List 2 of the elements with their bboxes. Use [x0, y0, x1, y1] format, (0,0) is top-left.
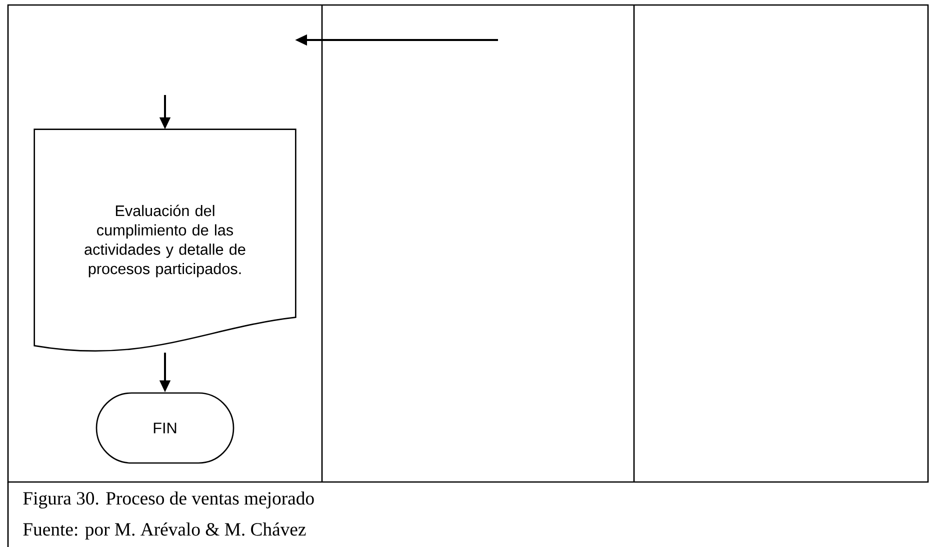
figure-caption: Figura 30. Proceso de ventas mejorado [23, 492, 314, 508]
source-note: Fuente: por M. Arévalo & M. Chávez [23, 522, 306, 540]
